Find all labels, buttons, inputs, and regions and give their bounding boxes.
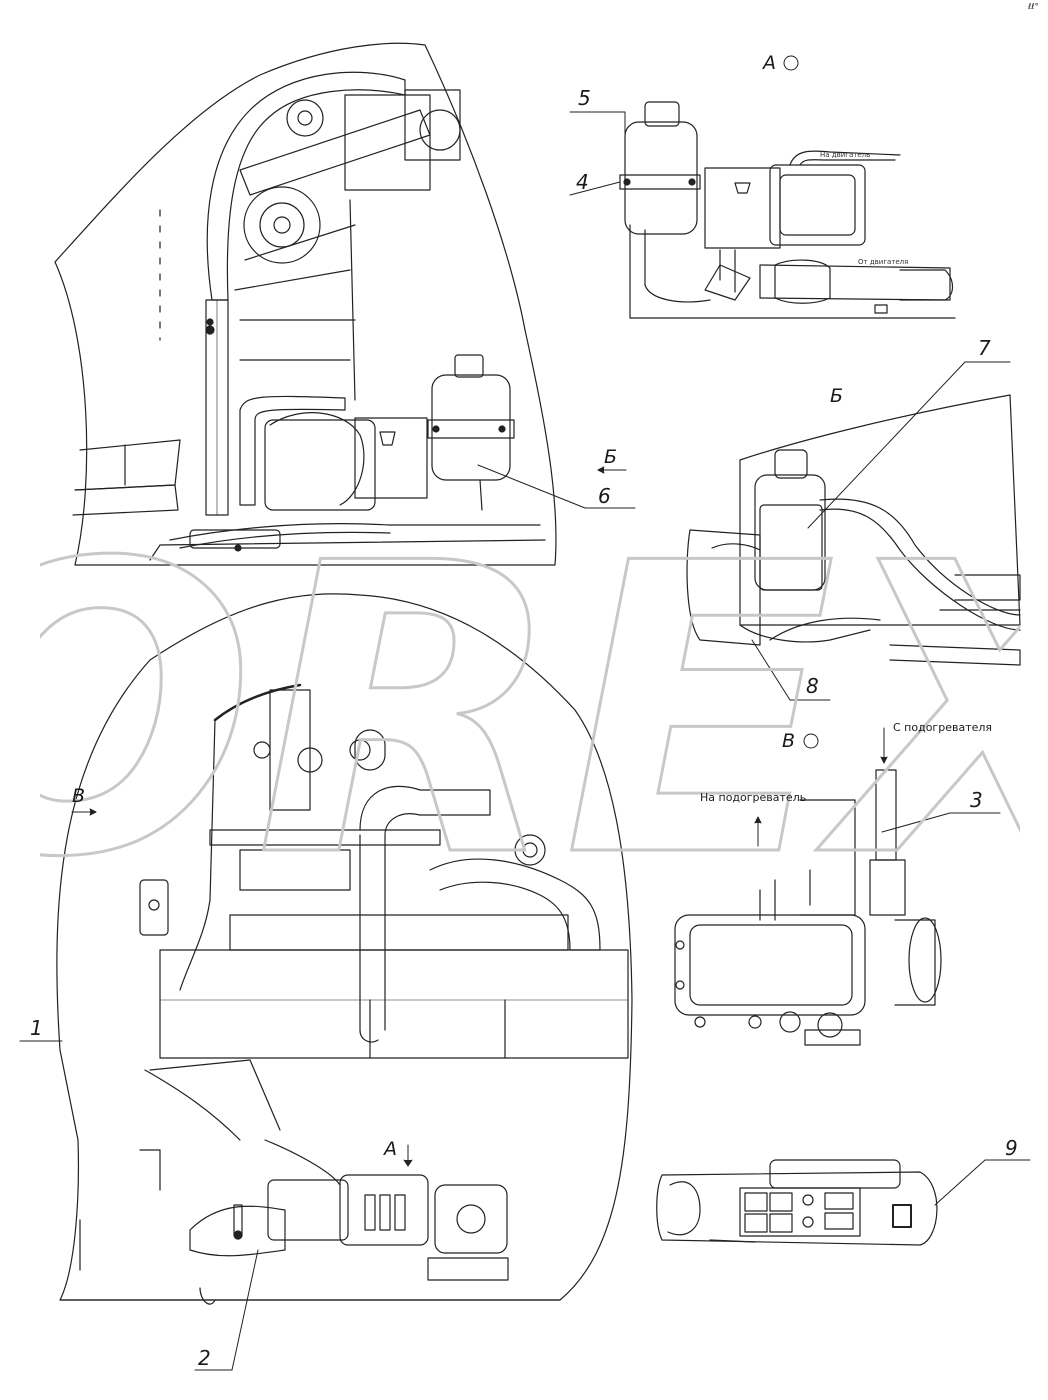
main-assembly-view (56, 593, 633, 1305)
view-label-v-title: В (782, 730, 796, 752)
view-label-a-arrow: А (384, 1138, 397, 1160)
callout-5: 5 (578, 86, 591, 110)
callout-1: 1 (30, 1016, 43, 1040)
note-to-heater: На подогреватель (700, 791, 807, 804)
view-b-detail (686, 394, 1021, 666)
view-label-b-title: Б (830, 385, 844, 407)
corner-mark: ℓℓ° (1028, 2, 1039, 11)
note-from-heater: С подогревателя (893, 721, 993, 734)
callout-8: 8 (806, 674, 819, 698)
callout-3: 3 (970, 788, 983, 812)
callout-2: 2 (198, 1346, 211, 1370)
control-panel-detail (656, 1159, 938, 1246)
engine-bay-view (54, 42, 557, 566)
tag-from-engine: От двигателя (858, 258, 909, 266)
tag-to-engine: На двигатель (820, 151, 871, 159)
view-v-detail (674, 769, 942, 1046)
callout-9: 9 (1005, 1136, 1018, 1160)
view-label-v-arrow: В (72, 785, 86, 807)
view-label-b-arrow: Б (604, 446, 618, 468)
leader-lines (19, 55, 1031, 1371)
callout-4: 4 (576, 170, 589, 194)
callout-7: 7 (978, 336, 991, 360)
view-a-detail (619, 101, 956, 319)
callout-6: 6 (598, 484, 611, 508)
view-label-a: А (763, 52, 776, 74)
